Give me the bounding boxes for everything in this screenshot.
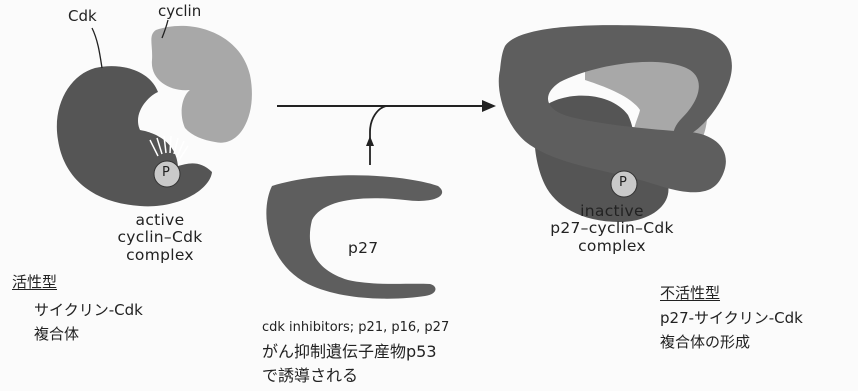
- active-jp-line-2: 複合体: [34, 326, 79, 343]
- inhibitor-caption-jp-1: がん抑制遺伝子産物p53: [262, 343, 437, 361]
- active-jp-line-1: サイクリン-Cdk: [34, 302, 143, 319]
- cyclin-shape: [151, 26, 252, 143]
- cdk-label: Cdk: [68, 8, 97, 25]
- cdk-leader-line: [92, 28, 102, 68]
- inactive-jp-heading: 不活性型: [660, 285, 720, 302]
- active-complex-graphic: [57, 20, 252, 206]
- cyclin-label: cyclin: [158, 3, 201, 20]
- inactive-jp-line-2: 複合体の形成: [660, 334, 750, 351]
- p27-shape: [266, 175, 442, 298]
- active-caption-line-1: active: [95, 212, 225, 229]
- reaction-arrow: [277, 100, 496, 165]
- inactive-caption-line-3: complex: [532, 238, 692, 255]
- inactive-complex-graphic: [499, 25, 732, 222]
- active-jp-heading: 活性型: [12, 274, 57, 291]
- inactive-jp-line-1: p27-サイクリン-Cdk: [660, 310, 803, 327]
- p27-label: p27: [348, 240, 378, 257]
- inactive-phosphate-label: P: [619, 176, 627, 191]
- inhibitor-caption-jp-2: で誘導される: [262, 367, 358, 385]
- inactive-caption-line-2: p27–cyclin–Cdk: [532, 220, 692, 237]
- active-caption-line-2: cyclin–Cdk: [95, 229, 225, 246]
- active-caption: active cyclin–Cdk complex: [95, 212, 225, 264]
- inactive-caption-line-1: inactive: [532, 203, 692, 220]
- inactive-caption: inactive p27–cyclin–Cdk complex: [532, 203, 692, 255]
- active-caption-line-3: complex: [95, 247, 225, 264]
- phosphate-label: P: [162, 166, 170, 181]
- inhibitor-caption-en: cdk inhibitors; p21, p16, p27: [262, 321, 449, 336]
